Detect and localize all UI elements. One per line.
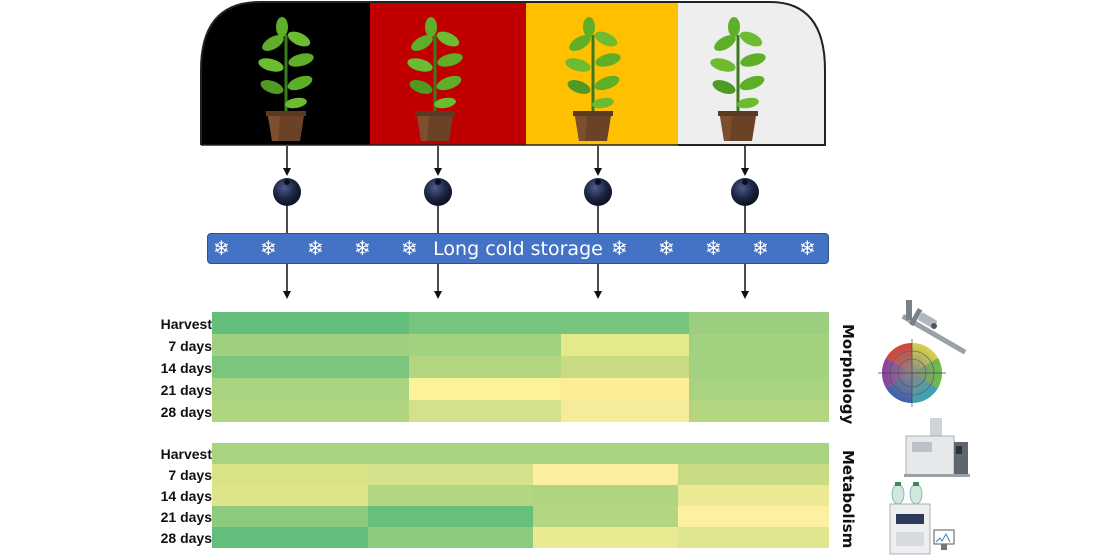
snowflake-icon: ❄ <box>354 238 371 260</box>
blueberry-calyx <box>435 179 441 185</box>
morphology-row-label: 14 days <box>160 360 212 376</box>
snowflake-icon: ❄ <box>658 238 675 260</box>
metabolism-cell <box>368 443 533 464</box>
metabolism-cell <box>678 485 829 506</box>
morphology-row-label: 28 days <box>160 404 212 420</box>
morphology-cell <box>409 378 561 400</box>
metabolism-cell <box>212 506 368 527</box>
morphology-cell <box>689 334 829 356</box>
metabolism-heatmap <box>212 443 829 548</box>
metabolism-cell <box>368 527 533 548</box>
arrow-head <box>594 291 602 299</box>
morphology-cell <box>409 400 561 422</box>
morphology-cell <box>561 356 689 378</box>
metabolism-cell <box>678 527 829 548</box>
blueberry-icon <box>273 178 301 206</box>
metabolism-cell <box>212 527 368 548</box>
caliper-icon <box>901 300 967 355</box>
morphology-cell <box>689 356 829 378</box>
metabolism-cell <box>368 485 533 506</box>
metabolism-cell <box>533 443 678 464</box>
blueberries <box>273 178 759 206</box>
arrow-head <box>741 168 749 176</box>
metabolism-cell <box>678 464 829 485</box>
morphology-cell <box>212 356 409 378</box>
snowflake-icon: ❄ <box>213 238 230 260</box>
chamber-dome-outline <box>200 0 826 146</box>
arrow-head <box>283 291 291 299</box>
morphology-row-label: Harvest <box>160 316 212 332</box>
blueberry-icon <box>731 178 759 206</box>
snowflake-icon: ❄ <box>260 238 277 260</box>
morphology-cell <box>689 312 829 334</box>
arrow-head <box>594 168 602 176</box>
metabolism-cell <box>533 506 678 527</box>
arrow-head <box>434 168 442 176</box>
metabolism-cell <box>678 506 829 527</box>
arrow-head <box>283 168 291 176</box>
morphology-cell <box>212 378 409 400</box>
metabolism-row-label: 28 days <box>160 530 212 546</box>
snowflake-icon: ❄ <box>799 238 816 260</box>
blueberry-calyx <box>742 179 748 185</box>
blueberry-icon <box>424 178 452 206</box>
morphology-cell <box>409 356 561 378</box>
snowflake-icon: ❄ <box>611 238 628 260</box>
metabolism-cell <box>533 485 678 506</box>
morphology-cell <box>561 312 689 334</box>
metabolism-cell <box>678 443 829 464</box>
morphology-cell <box>212 312 409 334</box>
blueberry-calyx <box>284 179 290 185</box>
cold-storage-label: Long cold storage <box>433 238 603 260</box>
morphology-cell <box>689 378 829 400</box>
morphology-title: Morphology <box>839 324 857 425</box>
arrow-head <box>434 291 442 299</box>
lc-ms-instrument-icon <box>889 482 955 555</box>
arrows <box>283 146 749 299</box>
morphology-cell <box>409 334 561 356</box>
blueberry-calyx <box>595 179 601 185</box>
metabolism-row-label: 14 days <box>160 488 212 504</box>
morphology-cell <box>561 400 689 422</box>
color-wheel-icon <box>878 339 946 407</box>
snowflake-icon: ❄ <box>752 238 769 260</box>
morphology-cell <box>561 378 689 400</box>
arrow-head <box>741 291 749 299</box>
metabolism-row-label: Harvest <box>160 446 212 462</box>
gc-ms-instrument-icon <box>904 418 970 477</box>
metabolism-cell <box>212 485 368 506</box>
metabolism-cell <box>533 527 678 548</box>
metabolism-row-label: 7 days <box>168 467 212 483</box>
morphology-cell <box>212 400 409 422</box>
metabolism-cell <box>212 464 368 485</box>
snowflake-icon: ❄ <box>705 238 722 260</box>
snowflake-icon: ❄ <box>307 238 324 260</box>
metabolism-row-label: 21 days <box>160 509 212 525</box>
morphology-row-label: 7 days <box>168 338 212 354</box>
morphology-row-label: 21 days <box>160 382 212 398</box>
metabolism-title: Metabolism <box>839 450 857 549</box>
morphology-cell <box>212 334 409 356</box>
morphology-cell <box>689 400 829 422</box>
morphology-cell <box>561 334 689 356</box>
metabolism-cell <box>368 464 533 485</box>
snowflake-icon: ❄ <box>401 238 418 260</box>
morphology-heatmap <box>212 312 829 422</box>
cold-storage-bar: ❄ ❄ ❄ ❄ ❄ ❄ ❄ ❄ ❄ ❄ Long cold storage <box>207 233 829 264</box>
metabolism-cell <box>212 443 368 464</box>
blueberry-icon <box>584 178 612 206</box>
morphology-cell <box>409 312 561 334</box>
metabolism-cell <box>368 506 533 527</box>
metabolism-cell <box>533 464 678 485</box>
